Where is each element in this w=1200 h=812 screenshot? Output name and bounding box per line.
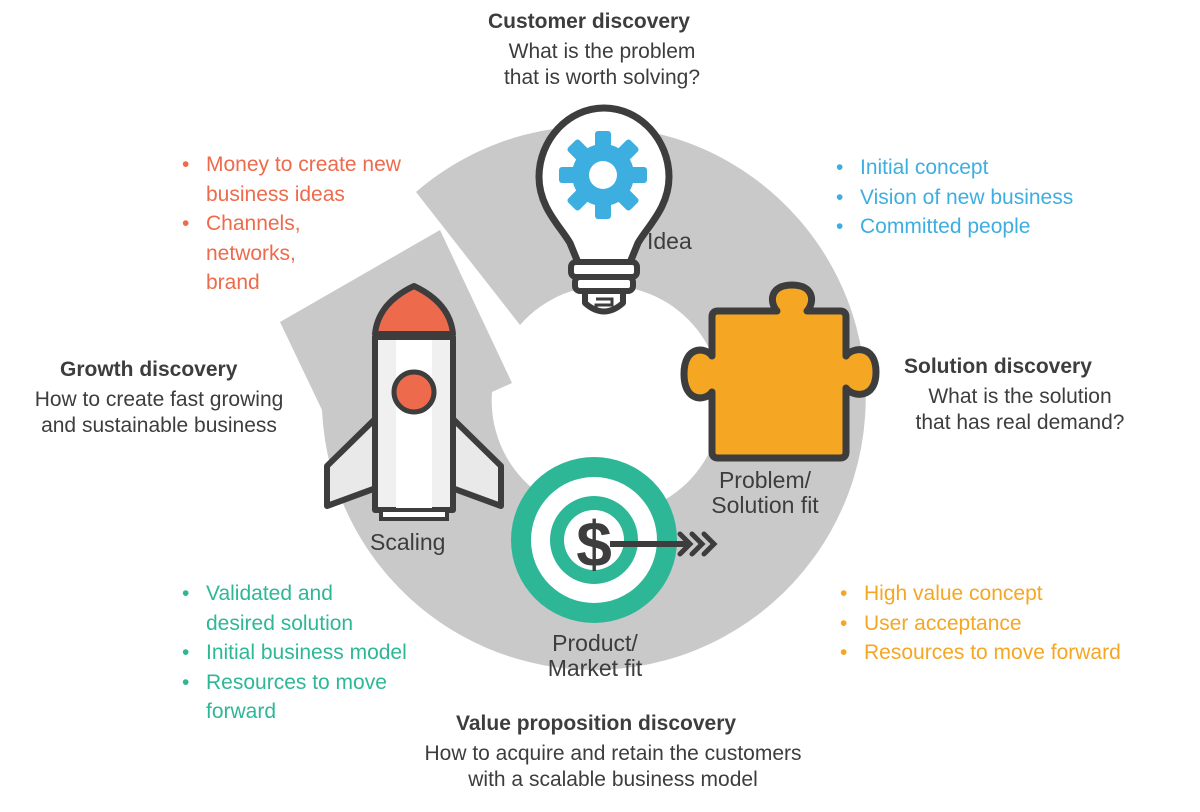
customer-discovery-line: that is worth solving? [503, 66, 701, 89]
idea-outputs-list: Initial concept Vision of new business C… [832, 153, 1132, 242]
list-item: Channels, networks, brand [178, 209, 336, 298]
growth-discovery-line: and sustainable business [41, 414, 277, 437]
stage-label-problem-solution-fit: Problem/ Solution fit [690, 468, 840, 518]
rocket-icon [324, 283, 504, 521]
stage-label-line: Problem/ [718, 467, 812, 493]
cycle-ring [280, 125, 866, 670]
customer-discovery-title: Customer discovery [488, 10, 690, 33]
stage-label-line: Product/ [552, 630, 638, 656]
list-item: Validated and desired solution [178, 579, 396, 638]
stage-label-line: Market fit [547, 655, 643, 681]
value-proposition-line: with a scalable business model [468, 768, 758, 791]
stage-label-idea: Idea [647, 228, 692, 254]
customer-discovery-subtitle: What is the problem that is worth solvin… [452, 39, 752, 91]
customer-discovery-line: What is the problem [508, 40, 696, 63]
list-item: User acceptance [836, 609, 1176, 639]
list-item: Money to create new business ideas [178, 150, 428, 209]
solution-outputs-list: High value concept User acceptance Resou… [836, 579, 1176, 668]
stage-label-line: Solution fit [711, 492, 819, 518]
svg-text:$: $ [576, 508, 612, 580]
solution-discovery-subtitle: What is the solution that has real deman… [870, 384, 1170, 436]
stage-label-scaling: Scaling [370, 529, 446, 555]
list-item: Vision of new business [832, 183, 1132, 213]
list-item: Initial concept [832, 153, 1132, 183]
solution-discovery-line: What is the solution [928, 385, 1112, 408]
list-item: Committed people [832, 212, 1132, 242]
target-dollar-icon: $ [511, 457, 718, 623]
stage-label-product-market-fit: Product/ Market fit [520, 631, 670, 681]
value-proposition-line: How to acquire and retain the customers [424, 742, 802, 765]
value-proposition-subtitle: How to acquire and retain the customers … [390, 741, 836, 793]
growth-discovery-title: Growth discovery [60, 358, 238, 381]
value-proposition-title: Value proposition discovery [456, 712, 737, 735]
growth-inputs-list: Money to create new business ideas Chann… [178, 150, 428, 298]
list-item: Initial business model [178, 638, 443, 668]
growth-discovery-subtitle: How to create fast growing and sustainab… [6, 387, 312, 439]
list-item: Resources to move forward [178, 668, 431, 727]
lightbulb-gear-icon [535, 104, 673, 315]
list-item: High value concept [836, 579, 1176, 609]
solution-discovery-title: Solution discovery [904, 355, 1092, 378]
growth-discovery-line: How to create fast growing [34, 388, 284, 411]
solution-discovery-line: that has real demand? [915, 411, 1125, 434]
market-fit-outputs-list: Validated and desired solution Initial b… [178, 579, 443, 727]
list-item: Resources to move forward [836, 638, 1176, 668]
puzzle-piece-icon [680, 281, 880, 462]
